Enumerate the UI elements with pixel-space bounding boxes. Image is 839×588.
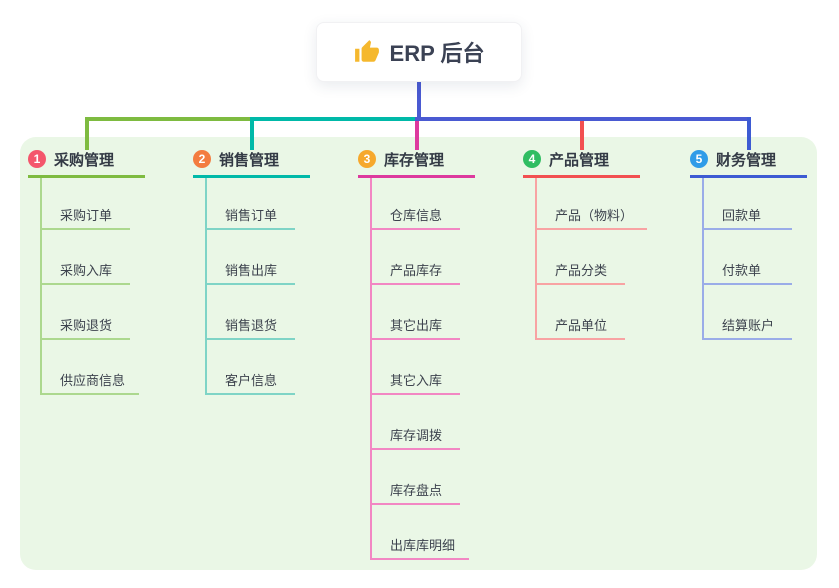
item-node-产品分类[interactable]: 产品分类	[535, 253, 625, 285]
branch-title: 财务管理	[716, 151, 777, 169]
item-node-仓库信息[interactable]: 仓库信息	[370, 198, 460, 230]
item-node-产品库存[interactable]: 产品库存	[370, 253, 460, 285]
item-node-采购订单[interactable]: 采购订单	[40, 198, 130, 230]
item-node-采购退货[interactable]: 采购退货	[40, 308, 130, 340]
item-node-付款单[interactable]: 付款单	[702, 253, 792, 285]
branch-header-产品管理[interactable]: 4 产品管理	[523, 148, 609, 170]
item-node-库存调拨[interactable]: 库存调拨	[370, 418, 460, 450]
branch-drop-2	[249, 117, 254, 150]
branch-title: 销售管理	[219, 151, 280, 169]
root-node-erp-backend[interactable]: ERP 后台	[316, 22, 522, 82]
branch-drop-5	[746, 117, 751, 150]
item-node-销售出库[interactable]: 销售出库	[205, 253, 295, 285]
branch-rail-3	[370, 178, 372, 560]
branch-underline-4	[523, 175, 640, 178]
branch-header-采购管理[interactable]: 1 采购管理	[28, 148, 114, 170]
branch-number-badge: 3	[358, 150, 376, 168]
item-node-结算账户[interactable]: 结算账户	[702, 308, 792, 340]
branch-underline-5	[690, 175, 807, 178]
branch-header-销售管理[interactable]: 2 销售管理	[193, 148, 279, 170]
branch-header-财务管理[interactable]: 5 财务管理	[690, 148, 776, 170]
branch-underline-2	[193, 175, 310, 178]
item-node-出库库明细[interactable]: 出库库明细	[370, 528, 470, 560]
item-node-产品（物料）[interactable]: 产品（物料）	[535, 198, 648, 230]
item-node-销售订单[interactable]: 销售订单	[205, 198, 295, 230]
bus-segment-blue	[414, 117, 751, 121]
branch-title: 产品管理	[549, 151, 610, 169]
branch-title: 库存管理	[384, 151, 445, 169]
item-node-其它出库[interactable]: 其它出库	[370, 308, 460, 340]
root-title: ERP 后台	[389, 41, 485, 66]
item-node-产品单位[interactable]: 产品单位	[535, 308, 625, 340]
item-node-客户信息[interactable]: 客户信息	[205, 363, 295, 395]
branch-header-库存管理[interactable]: 3 库存管理	[358, 148, 444, 170]
branch-number-badge: 4	[523, 150, 541, 168]
thumbs-up-icon	[354, 39, 380, 65]
item-node-采购入库[interactable]: 采购入库	[40, 253, 130, 285]
branch-rail-5	[702, 178, 704, 340]
branch-number-badge: 1	[28, 150, 46, 168]
branch-drop-3	[414, 121, 419, 150]
root-connector-stem	[417, 82, 421, 119]
branch-number-badge: 2	[193, 150, 211, 168]
branch-rail-2	[205, 178, 207, 395]
bus-segment-teal	[249, 117, 417, 121]
branch-number-badge: 5	[690, 150, 708, 168]
branch-title: 采购管理	[54, 151, 115, 169]
bus-segment-green	[84, 117, 252, 121]
branch-underline-1	[28, 175, 145, 178]
branch-drop-4	[579, 121, 584, 150]
item-node-其它入库[interactable]: 其它入库	[370, 363, 460, 395]
item-node-销售退货[interactable]: 销售退货	[205, 308, 295, 340]
branch-drop-1	[84, 117, 89, 150]
branch-rail-1	[40, 178, 42, 395]
item-node-供应商信息[interactable]: 供应商信息	[40, 363, 140, 395]
item-node-库存盘点[interactable]: 库存盘点	[370, 473, 460, 505]
branch-rail-4	[535, 178, 537, 340]
branches-panel	[20, 137, 817, 570]
item-node-回款单[interactable]: 回款单	[702, 198, 792, 230]
branch-underline-3	[358, 175, 475, 178]
